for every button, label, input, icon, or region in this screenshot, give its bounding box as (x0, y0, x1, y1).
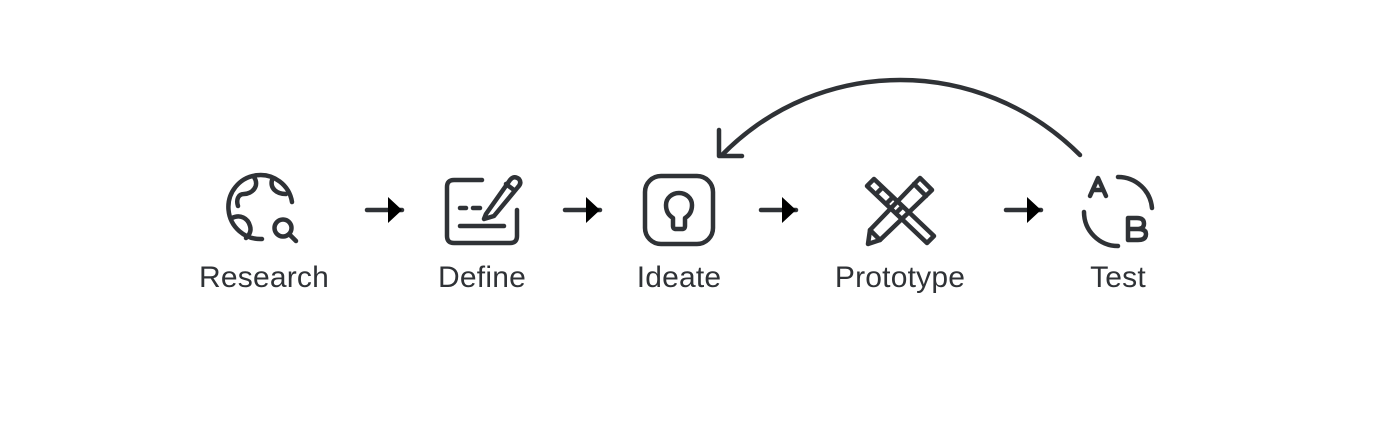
pencil-ruler-icon (864, 175, 937, 247)
arrow-right-icon (562, 197, 603, 223)
arrow-right-icon (758, 197, 799, 223)
edit-document-icon (444, 175, 523, 246)
globe-search-icon (226, 172, 299, 244)
step-label-prototype: Prototype (834, 261, 966, 294)
ab-test-icon (1081, 174, 1155, 249)
arrow-right-icon (364, 197, 405, 223)
step-label-test: Test (1090, 261, 1146, 294)
step-label-define: Define (438, 261, 526, 294)
step-label-research: Research (199, 261, 329, 294)
lightbulb-icon (642, 173, 716, 247)
step-label-ideate: Ideate (636, 261, 722, 294)
arrow-right-icon (1003, 197, 1044, 223)
